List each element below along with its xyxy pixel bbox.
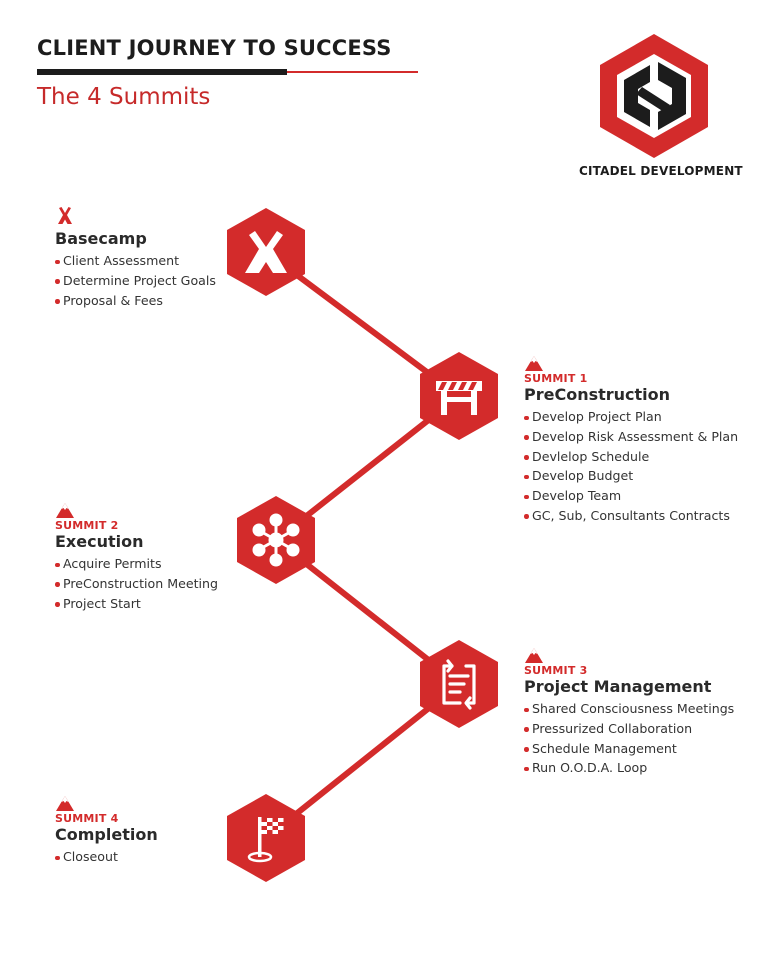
step-summit-1: SUMMIT 1 PreConstruction Develop Project…: [524, 354, 779, 526]
list-item: Acquire Permits: [55, 554, 295, 574]
step-items: Acquire Permits PreConstruction Meeting …: [55, 554, 295, 613]
page-subtitle: The 4 Summits: [37, 84, 211, 110]
list-item: Closeout: [55, 847, 295, 867]
list-item: Develop Team: [524, 486, 779, 506]
list-item: Develop Risk Assessment & Plan: [524, 427, 779, 447]
list-item: Determine Project Goals: [55, 271, 295, 291]
list-item: Shared Consciousness Meetings: [524, 699, 779, 719]
list-item: Project Start: [55, 594, 295, 614]
project-management-node: [420, 640, 498, 728]
preconstruction-node: [420, 352, 498, 440]
title-underline-thick: [37, 69, 287, 75]
step-summit-2: SUMMIT 2 Execution Acquire Permits PreCo…: [55, 501, 295, 613]
list-item: Schedule Management: [524, 739, 779, 759]
execution-node: [237, 496, 315, 584]
summit-label: SUMMIT 1: [524, 372, 588, 385]
list-item: Client Assessment: [55, 251, 295, 271]
list-item: Develop Budget: [524, 466, 779, 486]
step-items: Closeout: [55, 847, 295, 867]
step-title: Basecamp: [55, 229, 147, 248]
list-item: GC, Sub, Consultants Contracts: [524, 506, 779, 526]
list-item: PreConstruction Meeting: [55, 574, 295, 594]
step-title: Execution: [55, 532, 144, 551]
list-item: Develop Project Plan: [524, 407, 779, 427]
tent-icon: [245, 231, 287, 273]
summit-label: SUMMIT 4: [55, 812, 119, 825]
step-basecamp: Basecamp Client Assessment Determine Pro…: [55, 207, 295, 310]
list-item: Pressurized Collaboration: [524, 719, 779, 739]
company-name: CITADEL DEVELOPMENT: [579, 164, 743, 178]
mountain-icon: [525, 648, 543, 663]
step-summit-4: SUMMIT 4 Completion Closeout: [55, 794, 295, 867]
completion-node: [227, 794, 305, 882]
basecamp-node: [227, 208, 305, 296]
mountain-icon: [525, 356, 543, 371]
tent-icon: [58, 207, 72, 224]
step-title: PreConstruction: [524, 385, 671, 404]
step-title: Project Management: [524, 677, 712, 696]
checkered-flag-icon: [247, 817, 284, 863]
step-items: Develop Project Plan Develop Risk Assess…: [524, 407, 779, 526]
mountain-icon: [56, 503, 74, 518]
list-item: Devlelop Schedule: [524, 447, 779, 467]
step-title: Completion: [55, 825, 158, 844]
step-items: Client Assessment Determine Project Goal…: [55, 251, 295, 310]
citadel-logo-icon: [600, 34, 708, 158]
title-underline-thin: [287, 71, 418, 73]
list-item: Proposal & Fees: [55, 291, 295, 311]
step-items: Shared Consciousness Meetings Pressurize…: [524, 699, 779, 778]
summit-label: SUMMIT 2: [55, 519, 119, 532]
network-icon: [252, 513, 300, 567]
step-summit-3: SUMMIT 3 Project Management Shared Consc…: [524, 646, 779, 778]
list-item: Run O.O.D.A. Loop: [524, 758, 779, 778]
mountain-icon: [56, 796, 74, 811]
document-sync-icon: [442, 659, 476, 710]
summit-label: SUMMIT 3: [524, 664, 588, 677]
barrier-icon: [436, 381, 482, 415]
page-title: CLIENT JOURNEY TO SUCCESS: [37, 36, 392, 60]
